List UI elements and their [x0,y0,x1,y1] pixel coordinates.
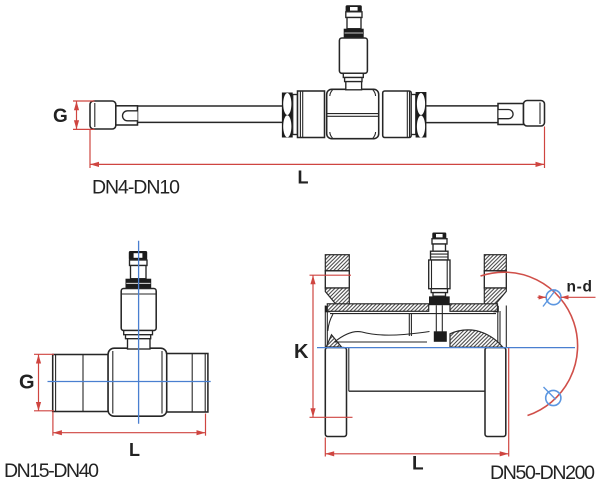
svg-text:DN15-DN40: DN15-DN40 [4,460,99,481]
svg-text:K: K [294,341,309,363]
svg-text:L: L [412,454,424,475]
svg-text:G: G [53,106,68,127]
svg-text:L: L [298,168,309,188]
svg-text:DN50-DN200: DN50-DN200 [490,462,595,481]
svg-text:n-d: n-d [567,279,593,296]
svg-text:G: G [19,372,35,394]
svg-text:DN4-DN10: DN4-DN10 [92,177,180,199]
svg-text:L: L [129,440,140,460]
